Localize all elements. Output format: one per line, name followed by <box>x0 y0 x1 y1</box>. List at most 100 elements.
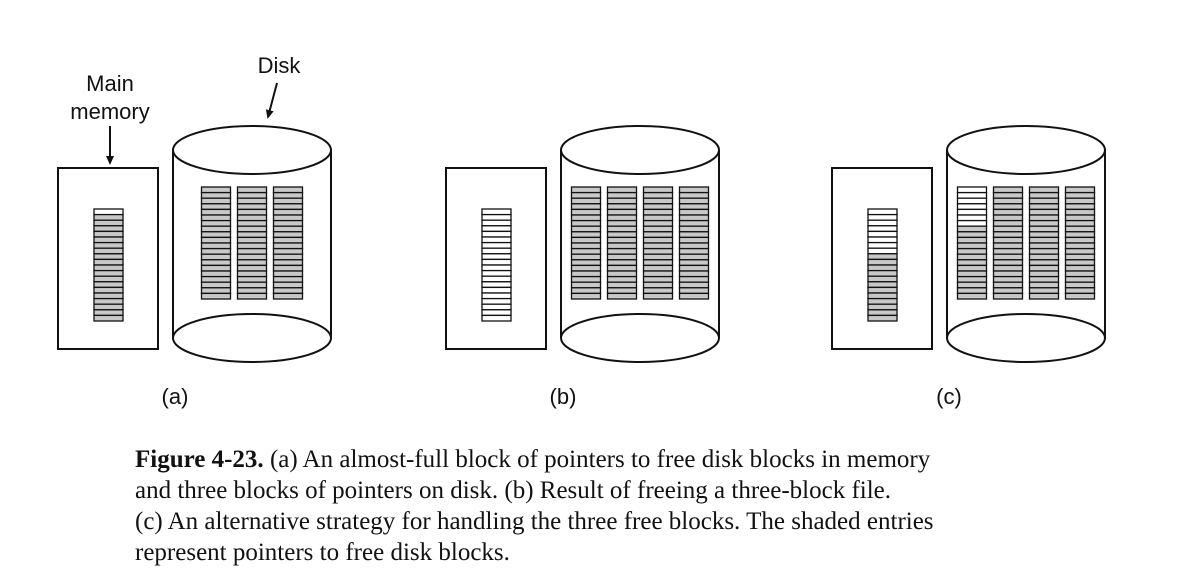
free-pointer-entry <box>236 292 268 300</box>
free-pointer-entry <box>867 264 898 272</box>
free-pointer-entry <box>1028 208 1060 216</box>
free-pointer-entry <box>606 191 638 199</box>
free-pointer-entry <box>606 214 638 222</box>
free-pointer-entry <box>678 275 710 283</box>
figure-caption: Figure 4-23. (a) An almost-full block of… <box>135 444 1095 568</box>
disk-label: Disk <box>258 53 302 78</box>
free-pointer-entry <box>867 269 898 277</box>
free-pointer-entry <box>956 275 988 283</box>
free-pointer-entry <box>93 297 124 305</box>
disk-pointer-block <box>956 186 988 300</box>
free-pointer-entry <box>606 253 638 261</box>
free-pointer-entry <box>867 275 898 283</box>
free-pointer-entry <box>272 287 304 295</box>
free-pointer-entry <box>992 186 1024 194</box>
free-pointer-entry <box>570 197 602 205</box>
free-pointer-entry <box>867 303 898 311</box>
free-pointer-entry <box>606 259 638 267</box>
free-pointer-entry <box>606 197 638 205</box>
caption-line-3: (c) An alternative strategy for handling… <box>135 508 934 535</box>
free-pointer-entry <box>1064 225 1096 233</box>
free-pointer-entry <box>200 247 232 255</box>
free-pointer-entry <box>93 258 124 266</box>
free-pointer-entry <box>93 230 124 238</box>
free-pointer-entry <box>642 208 674 216</box>
free-pointer-entry <box>956 292 988 300</box>
free-pointer-entry <box>236 253 268 261</box>
caption-line-2: and three blocks of pointers on disk. (b… <box>135 477 892 504</box>
free-pointer-entry <box>1064 197 1096 205</box>
free-pointer-entry <box>992 281 1024 289</box>
disk-pointer-block <box>1064 186 1096 300</box>
free-pointer-entry <box>200 292 232 300</box>
empty-pointer-entry <box>481 225 512 233</box>
free-pointer-entry <box>956 225 988 233</box>
free-pointer-entry <box>642 242 674 250</box>
free-pointer-entry <box>200 264 232 272</box>
free-pointer-entry <box>570 225 602 233</box>
free-pointer-entry <box>867 281 898 289</box>
free-pointer-entry <box>992 208 1024 216</box>
free-pointer-entry <box>992 287 1024 295</box>
free-pointer-entry <box>570 208 602 216</box>
disk-pointer-block <box>272 186 304 300</box>
free-pointer-entry <box>1064 264 1096 272</box>
free-pointer-entry <box>570 292 602 300</box>
free-pointer-entry <box>1028 191 1060 199</box>
free-pointer-entry <box>992 219 1024 227</box>
free-pointer-entry <box>992 275 1024 283</box>
free-pointer-entry <box>272 292 304 300</box>
free-pointer-entry <box>200 191 232 199</box>
empty-pointer-entry <box>481 303 512 311</box>
free-pointer-entry <box>93 314 124 322</box>
free-pointer-entry <box>678 270 710 278</box>
empty-pointer-entry <box>481 286 512 294</box>
free-pointer-entry <box>272 197 304 205</box>
free-pointer-entry <box>678 191 710 199</box>
free-pointer-entry <box>606 208 638 216</box>
free-pointer-entry <box>642 197 674 205</box>
free-pointer-entry <box>992 191 1024 199</box>
free-pointer-entry <box>200 281 232 289</box>
free-pointer-entry <box>570 191 602 199</box>
empty-pointer-entry <box>481 292 512 300</box>
empty-pointer-entry <box>867 247 898 255</box>
caption-line-1: Figure 4-23. (a) An almost-full block of… <box>135 444 1095 475</box>
free-pointer-entry <box>956 259 988 267</box>
free-pointer-entry <box>1064 203 1096 211</box>
empty-pointer-entry <box>481 258 512 266</box>
free-pointer-entry <box>93 309 124 317</box>
free-pointer-entry <box>678 253 710 261</box>
figure-label: Figure 4-23. <box>135 446 264 473</box>
free-pointer-entry <box>200 253 232 261</box>
free-pointer-entry <box>992 292 1024 300</box>
free-pointer-entry <box>93 241 124 249</box>
empty-pointer-entry <box>481 241 512 249</box>
free-pointer-entry <box>867 309 898 317</box>
free-pointer-entry <box>606 270 638 278</box>
empty-pointer-entry <box>481 236 512 244</box>
empty-pointer-entry <box>956 219 988 227</box>
free-pointer-entry <box>93 264 124 272</box>
free-pointer-entry <box>1028 253 1060 261</box>
free-pointer-entry <box>956 231 988 239</box>
disk-top <box>172 125 332 175</box>
free-pointer-entry <box>606 203 638 211</box>
free-pointer-entry <box>642 270 674 278</box>
free-pointer-entry <box>1028 231 1060 239</box>
free-pointer-entry <box>1064 247 1096 255</box>
free-pointer-entry <box>200 208 232 216</box>
panel-label: (a) <box>162 384 189 409</box>
empty-pointer-entry <box>956 197 988 205</box>
free-pointer-entry <box>606 236 638 244</box>
free-pointer-entry <box>992 270 1024 278</box>
empty-pointer-entry <box>481 247 512 255</box>
free-pointer-entry <box>1064 186 1096 194</box>
free-pointer-entry <box>992 203 1024 211</box>
free-pointer-entry <box>1028 270 1060 278</box>
free-pointer-entry <box>1064 214 1096 222</box>
free-pointer-entry <box>93 247 124 255</box>
free-pointer-entry <box>236 287 268 295</box>
free-pointer-entry <box>867 292 898 300</box>
free-pointer-entry <box>678 281 710 289</box>
